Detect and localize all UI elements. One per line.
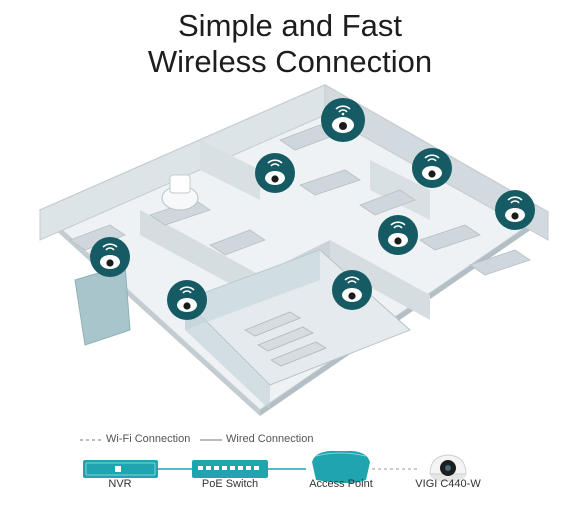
camera-badge [255, 153, 295, 193]
camera-badge [332, 270, 372, 310]
camera-badge [321, 98, 365, 142]
ceiling-access-point [161, 174, 199, 211]
camera-badge [167, 280, 207, 320]
reception-desk [74, 264, 131, 346]
device-label-camera: VIGI C440-W [415, 478, 481, 490]
page-title: Simple and Fast Wireless Connection [0, 8, 580, 80]
camera-badge [412, 148, 452, 188]
camera-icon [429, 454, 467, 482]
device-label-access-point: Access Point [309, 478, 373, 490]
camera-badge [90, 237, 130, 277]
interior-wall-c [140, 210, 260, 300]
desk-cluster [69, 124, 531, 276]
legend-wifi: Wi-Fi Connection [106, 433, 190, 445]
device-label-nvr: NVR [108, 478, 132, 490]
interior-wall-e [330, 240, 430, 320]
legend-wired-label: Wired Connection [226, 433, 314, 445]
camera-badges [90, 98, 535, 320]
poe-switch-icon [192, 460, 268, 478]
device-label-poe-switch: PoE Switch [201, 478, 259, 490]
title-line-2: Wireless Connection [147, 44, 433, 79]
camera-badge [378, 215, 418, 255]
access-point-icon [312, 451, 370, 483]
legend-wifi-label: Wi-Fi Connection [106, 433, 191, 445]
interior-wall-a [200, 140, 260, 200]
nvr-icon [83, 460, 158, 478]
legend-wired: Wired Connection [226, 433, 313, 445]
meeting-room-glass-front [185, 300, 270, 410]
meeting-tables [244, 311, 327, 367]
meeting-room-glass-left [185, 250, 320, 330]
camera-badge [495, 190, 535, 230]
title-line-1: Simple and Fast [178, 8, 402, 43]
